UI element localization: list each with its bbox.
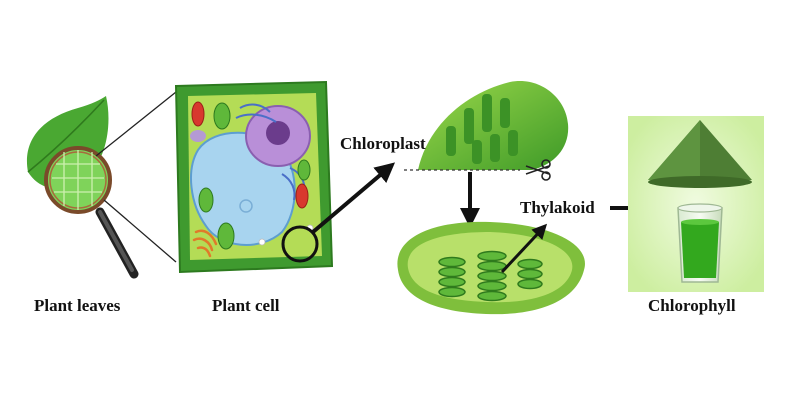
chlorophyll-panel bbox=[628, 116, 764, 292]
plant-cell bbox=[176, 82, 332, 272]
glass-of-chlorophyll bbox=[678, 204, 722, 282]
label-plant-cell: Plant cell bbox=[212, 296, 280, 316]
label-thylakoid: Thylakoid bbox=[520, 198, 595, 218]
chloroplast bbox=[404, 81, 568, 170]
label-chloroplast: Chloroplast bbox=[340, 134, 426, 154]
magnifier-icon bbox=[46, 148, 134, 274]
chloroplast-cross-section bbox=[397, 222, 585, 314]
label-chlorophyll: Chlorophyll bbox=[648, 296, 736, 316]
label-plant-leaves: Plant leaves bbox=[34, 296, 120, 316]
